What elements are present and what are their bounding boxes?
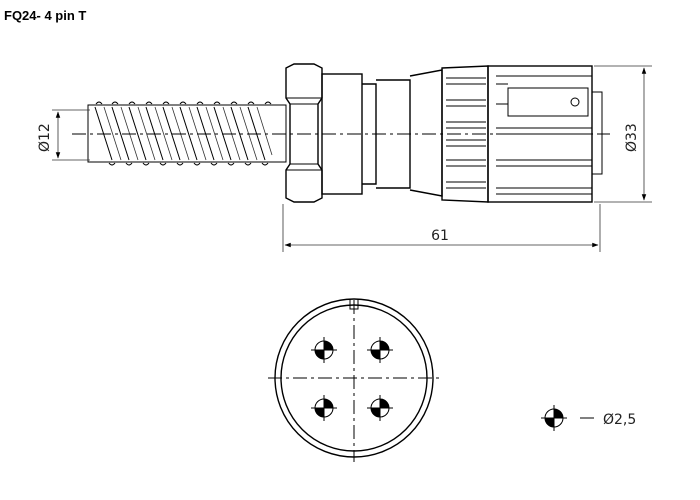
drawing-title: FQ24- 4 pin T xyxy=(4,8,86,23)
contact-pin xyxy=(311,395,337,421)
contact-pin xyxy=(367,395,393,421)
pin-diameter-label: Ø2,5 xyxy=(603,412,636,428)
contact-pins xyxy=(311,337,393,421)
contact-pin xyxy=(367,337,393,363)
overall-length-label: 61 xyxy=(431,228,449,244)
contact-pin xyxy=(311,337,337,363)
connector-diameter-dimension: Ø33 xyxy=(594,65,652,203)
coupling-body xyxy=(321,69,443,197)
cable-spring xyxy=(87,101,287,166)
cable-diameter-label: Ø12 xyxy=(37,123,53,152)
connector-diameter-label: Ø33 xyxy=(624,123,640,152)
hex-nut xyxy=(285,63,323,203)
receptacle-shell xyxy=(487,65,603,203)
cable-diameter-dimension: Ø12 xyxy=(37,109,90,161)
pin-legend: Ø2,5 xyxy=(541,405,636,431)
connector-side-view: Ø12 Ø33 61 xyxy=(37,63,652,252)
overall-length-dimension: 61 xyxy=(282,204,601,252)
connector-front-view xyxy=(268,298,442,462)
